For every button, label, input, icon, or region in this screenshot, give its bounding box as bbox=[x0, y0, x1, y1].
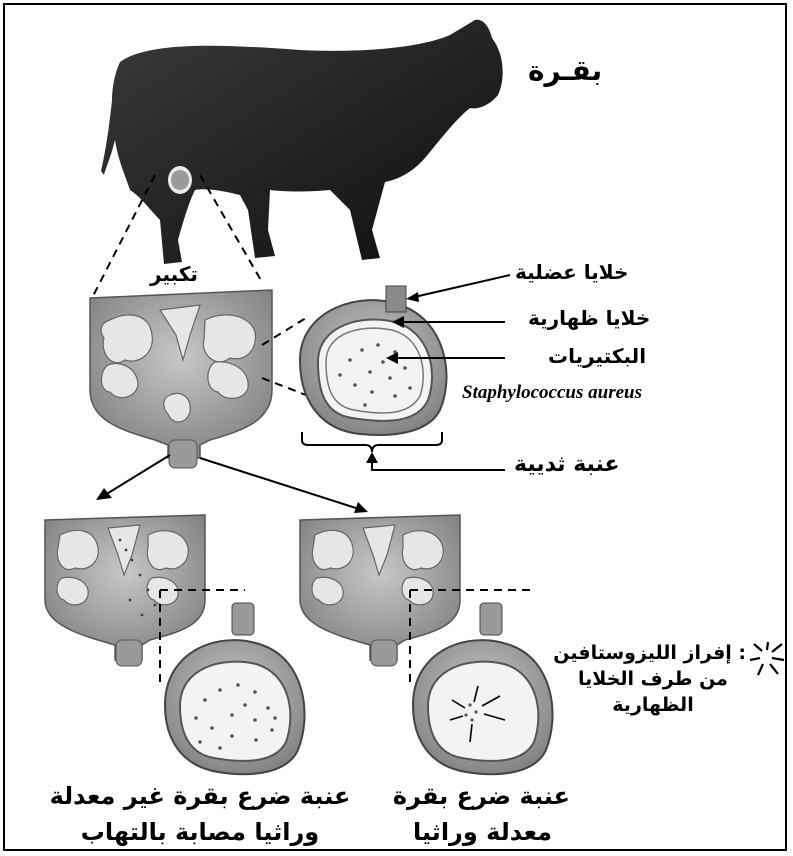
left-caption-line-2: وراثيا مصابة بالتهاب bbox=[30, 818, 370, 846]
right-caption-line-1: عنبة ضرع بقرة bbox=[395, 782, 570, 810]
cow-illustration bbox=[101, 20, 503, 264]
legend-line-2: من طرف الخلايا bbox=[560, 668, 746, 690]
epithelial-cells-label: خلايا ظهارية bbox=[528, 306, 650, 330]
mammary-alveolus-label: عنبة ثديية bbox=[514, 452, 620, 477]
right-caption-line-2: معدلة وراثيا bbox=[395, 818, 570, 846]
udder-section-right bbox=[300, 515, 460, 666]
legend-line-3: الظهارية bbox=[560, 694, 746, 716]
magnify-label: تكبير bbox=[150, 262, 198, 286]
alveolus-zoomed-top bbox=[300, 286, 447, 435]
left-caption-line-1: عنبة ضرع بقرة غير معدلة bbox=[30, 782, 370, 810]
bacteria-label: البكتيريات bbox=[548, 344, 646, 368]
cow-label: بقـرة bbox=[528, 54, 602, 87]
udder-section-top bbox=[90, 290, 272, 468]
legend-line-1: : إفراز الليزوستافين bbox=[560, 642, 746, 664]
bacteria-species-label: Staphylococcus aureus bbox=[462, 382, 642, 404]
lysostaphin-burst-icon bbox=[750, 642, 784, 675]
muscle-cells-label: خلايا عضلية bbox=[515, 260, 628, 284]
